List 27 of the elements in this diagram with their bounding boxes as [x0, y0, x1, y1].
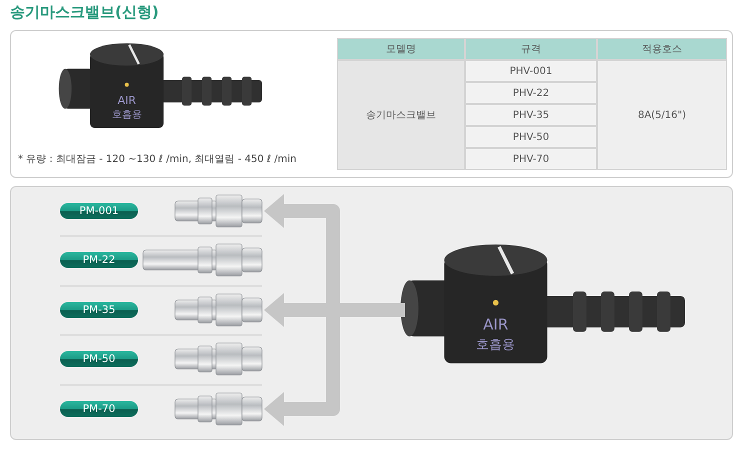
flow-note: * 유량 : 최대잠금 - 120 ~130 ℓ /min, 최대열림 - 450 ℓ /min — [18, 153, 296, 166]
table-cell: PHV-35 — [465, 104, 597, 126]
model-tag: PM-35 — [60, 302, 138, 318]
model-tag: PM-001 — [60, 203, 138, 219]
table-cell: PHV-22 — [465, 82, 597, 104]
coupler-drawing — [174, 342, 262, 376]
product-marking: AIR — [483, 316, 508, 334]
model-tag: PM-70 — [60, 401, 138, 417]
valve-drawing — [400, 244, 685, 364]
page-title: 송기마스크밸브(신형) — [10, 3, 159, 22]
product-marking: 호흡용 — [476, 338, 516, 353]
product-marking: AIR — [118, 94, 136, 107]
model-tag: PM-50 — [60, 351, 138, 367]
coupler-drawing — [174, 392, 262, 426]
model-tag: PM-22 — [60, 252, 138, 268]
product-marking: 호흡용 — [112, 110, 142, 121]
table-cell: 8A(5/16") — [597, 60, 727, 170]
table-cell: PHV-001 — [465, 60, 597, 82]
table-cell: 송기마스크밸브 — [337, 60, 465, 170]
header-cell: 모델명 — [337, 38, 465, 60]
header-cell: 적용호스 — [597, 38, 727, 60]
table-cell: PHV-70 — [465, 148, 597, 170]
coupler-drawing — [174, 294, 262, 326]
coupler-drawing — [174, 194, 262, 228]
table-cell: PHV-50 — [465, 126, 597, 148]
coupler-drawing — [142, 244, 262, 276]
header-cell: 규격 — [465, 38, 597, 60]
